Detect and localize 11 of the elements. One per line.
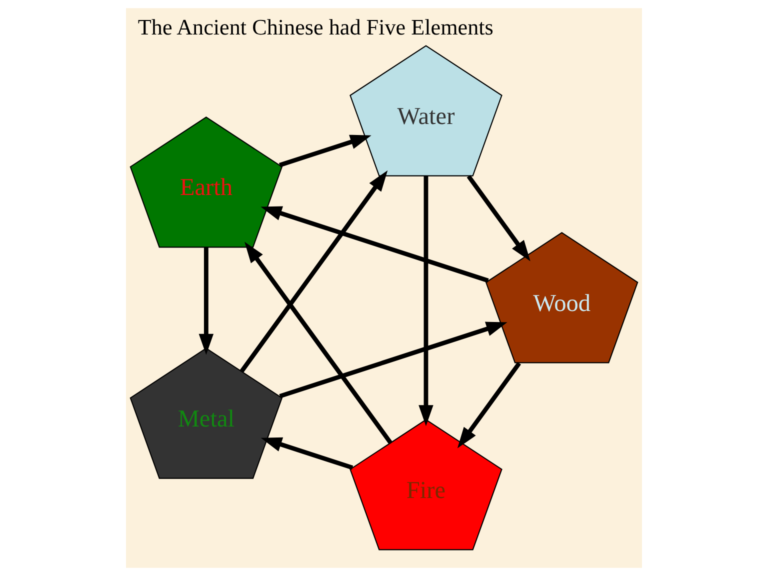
arrow bbox=[466, 174, 530, 262]
arrow bbox=[198, 247, 214, 355]
arrow bbox=[240, 170, 388, 372]
arrow bbox=[244, 242, 392, 444]
arrow bbox=[260, 206, 489, 283]
arrow bbox=[457, 362, 521, 448]
arrow bbox=[260, 437, 354, 470]
arrow bbox=[278, 134, 372, 168]
arrow bbox=[279, 322, 508, 398]
arrow bbox=[418, 176, 434, 426]
diagram-title: The Ancient Chinese had Five Elements bbox=[138, 14, 494, 40]
